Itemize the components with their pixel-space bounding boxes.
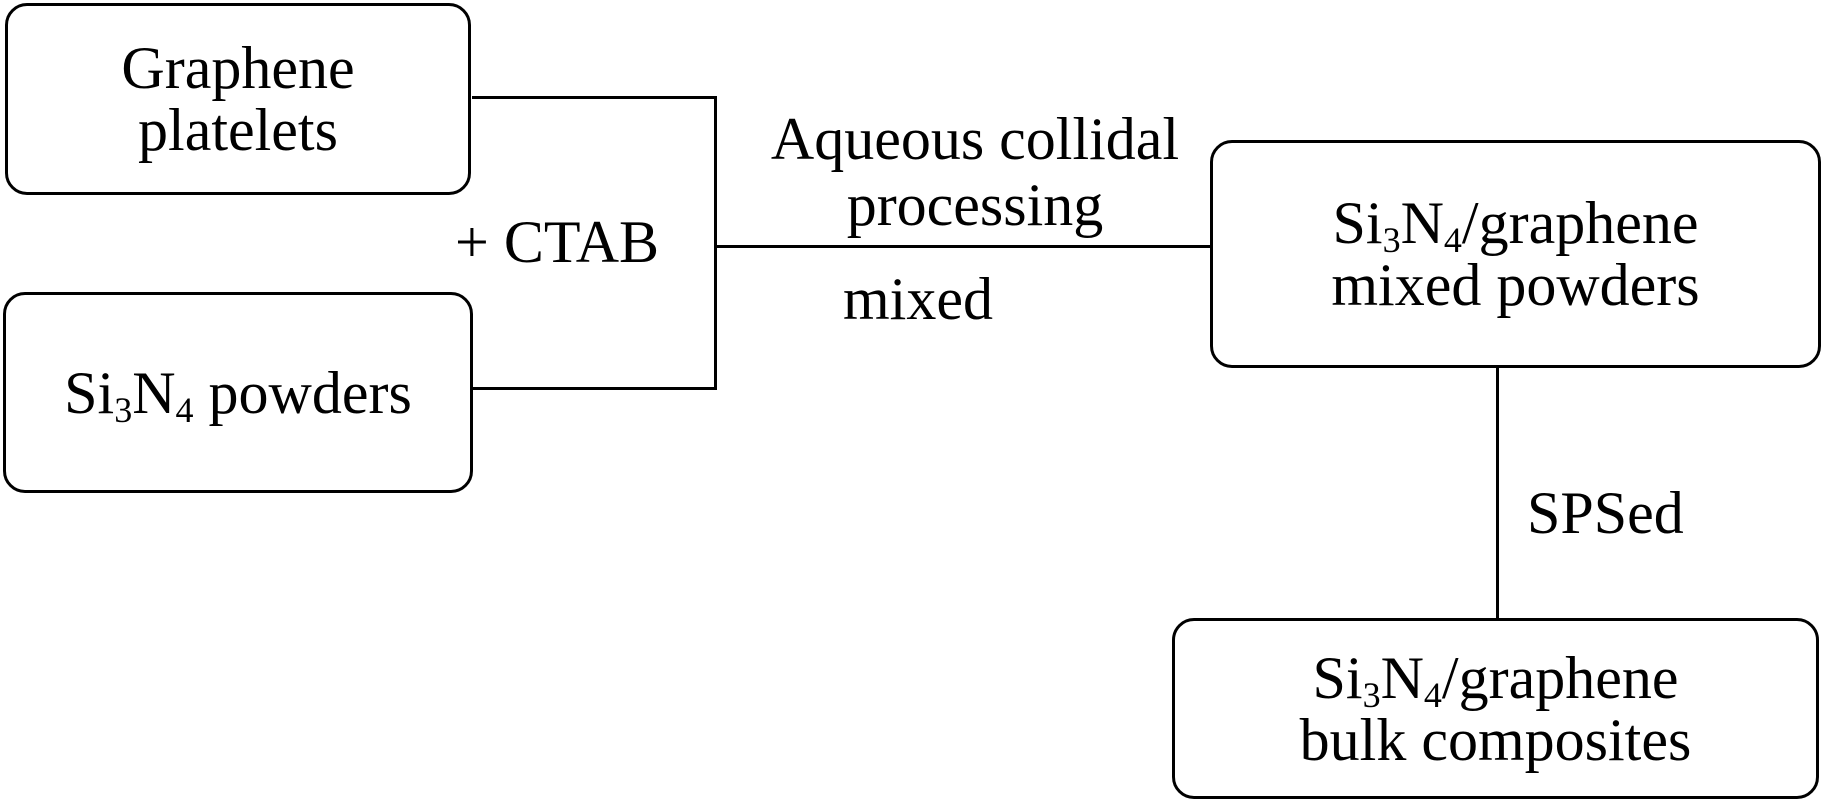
graphene-line1: Graphene: [121, 35, 355, 101]
graphene-platelets-box: Graphene platelets: [5, 3, 471, 195]
sps-label: SPSed: [1527, 480, 1684, 546]
connector-si3n4-horizontal: [472, 387, 717, 390]
bulk-composites-line1: Si3N4/graphene: [1312, 644, 1679, 715]
connector-main-horizontal: [714, 245, 1212, 248]
graphene-line2: platelets: [138, 97, 338, 163]
aqueous-line2: processing: [846, 172, 1104, 238]
bulk-composites-box: Si3N4/graphene bulk composites: [1172, 618, 1819, 799]
mixed-powders-line2: mixed powders: [1331, 252, 1700, 318]
connector-bracket-vertical: [714, 96, 717, 390]
mixed-powders-box: Si3N4/graphene mixed powders: [1210, 140, 1821, 368]
connector-sps-vertical: [1496, 365, 1499, 620]
bulk-composites-line2: bulk composites: [1299, 706, 1692, 773]
aqueous-line1: Aqueous collidal: [770, 106, 1180, 172]
si3n4-powders-box: Si3N4 powders: [3, 292, 473, 493]
connector-graphene-horizontal: [472, 96, 717, 99]
aqueous-processing-label: Aqueous collidal processing: [740, 106, 1210, 238]
mixed-label: mixed: [843, 266, 993, 332]
ctab-label: + CTAB: [455, 209, 660, 275]
mixed-powders-line1: Si3N4/graphene: [1332, 190, 1699, 260]
si3n4-powders-label: Si3N4 powders: [64, 359, 412, 430]
